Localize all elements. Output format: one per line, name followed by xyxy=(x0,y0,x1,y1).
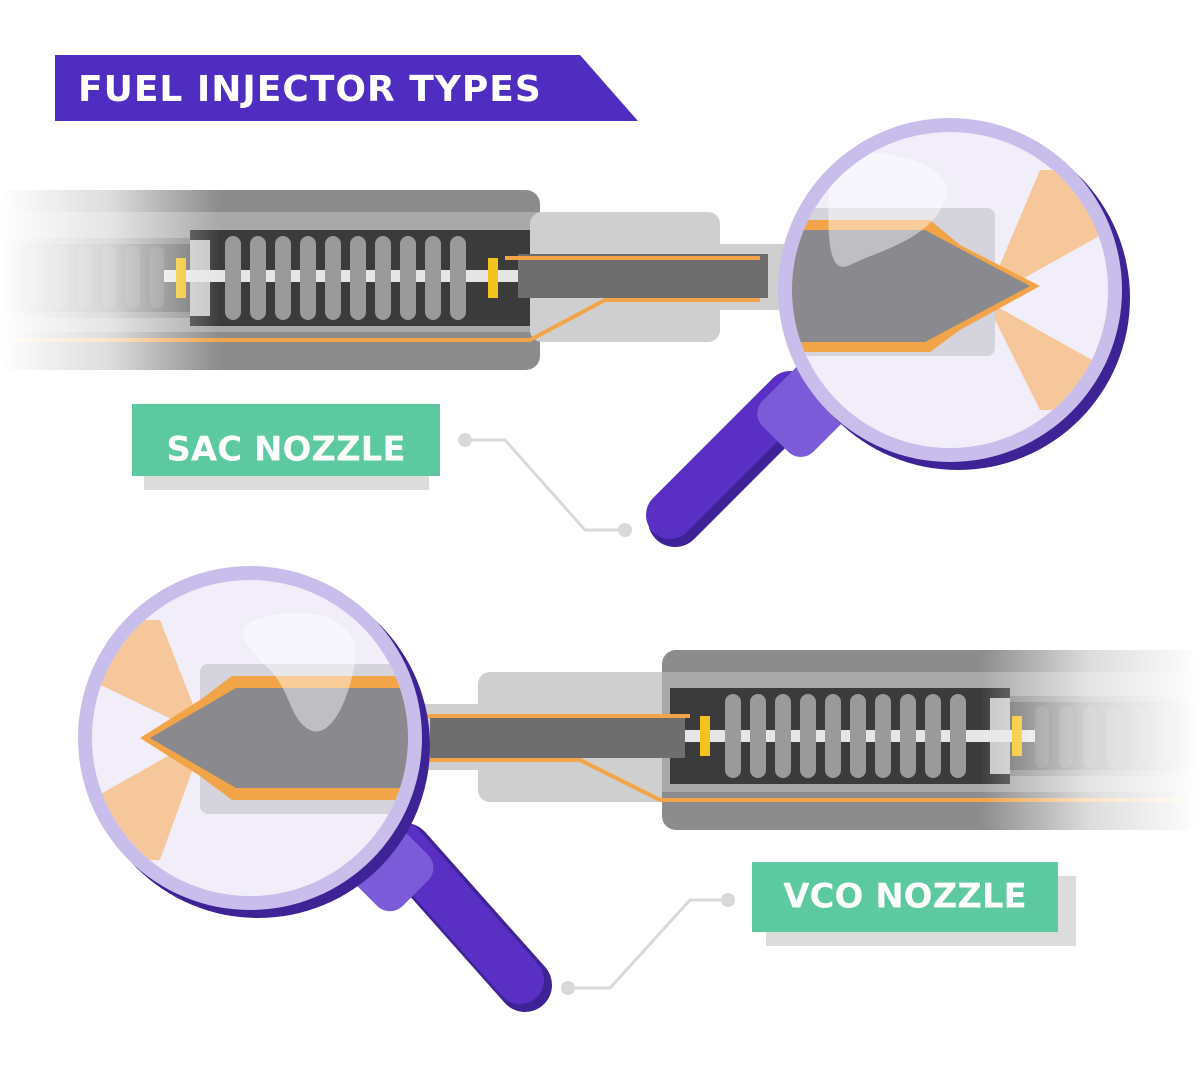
magnifier-icon xyxy=(646,118,1130,547)
sac-fuel-line xyxy=(0,298,760,342)
vco-needle-zoom xyxy=(150,688,408,788)
vco-label-bg xyxy=(752,862,1058,932)
spring-icon xyxy=(225,236,466,320)
vco-injector xyxy=(390,640,1200,840)
vco-label-text: VCO NOZZLE xyxy=(783,877,1027,917)
sac-injector xyxy=(0,180,820,380)
page-title: FUEL INJECTOR TYPES xyxy=(78,69,542,110)
sac-needle-zoom xyxy=(792,230,1030,342)
sac-leader-line xyxy=(465,438,625,532)
sac-label-text: SAC NOZZLE xyxy=(166,430,405,470)
vco-leader-line xyxy=(568,898,728,990)
sac-nozzle-label: SAC NOZZLE xyxy=(132,404,632,537)
vco-nozzle-label: VCO NOZZLE xyxy=(561,862,1076,995)
magnifier-icon xyxy=(78,566,552,1012)
title-banner: FUEL INJECTOR TYPES xyxy=(55,55,638,121)
sac-label-bg xyxy=(132,404,440,476)
needle-icon xyxy=(518,254,768,298)
vco-fuel-line xyxy=(420,758,1200,802)
title-banner-bg xyxy=(55,55,638,121)
spring-icon xyxy=(725,694,966,778)
needle-icon xyxy=(430,714,685,758)
